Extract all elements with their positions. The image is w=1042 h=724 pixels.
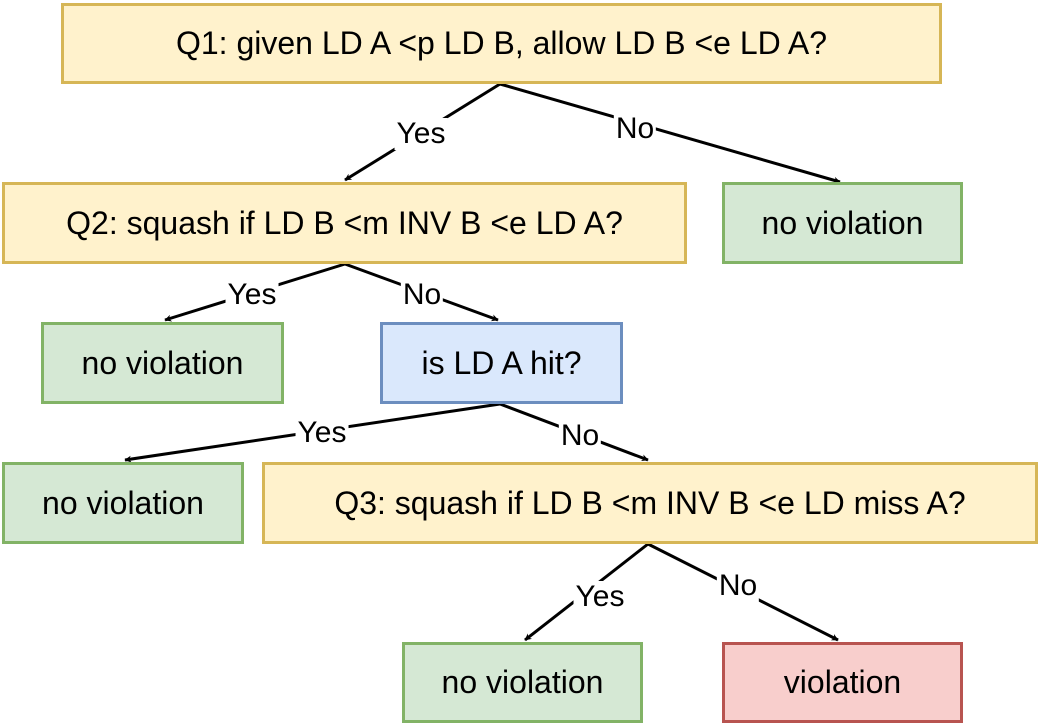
question-q3-node: Q3: squash if LD B <m INV B <e LD miss A…: [262, 462, 1038, 544]
question-q2-label: Q2: squash if LD B <m INV B <e LD A?: [66, 204, 623, 241]
hit-check-label: is LD A hit?: [421, 344, 582, 381]
no-violation-label-1: no violation: [761, 204, 924, 241]
edge-label-q3-no: No: [716, 569, 760, 602]
question-q3-label: Q3: squash if LD B <m INV B <e LD miss A…: [334, 484, 966, 521]
edge-label-q2-no: No: [400, 278, 444, 311]
violation-node: violation: [722, 642, 963, 723]
edge-label-hit-yes: Yes: [295, 416, 349, 449]
no-violation-label-4: no violation: [441, 664, 604, 700]
hit-check-node: is LD A hit?: [380, 322, 623, 404]
no-violation-label-2: no violation: [81, 344, 244, 381]
no-violation-node-3: no violation: [2, 462, 244, 544]
no-violation-node-1: no violation: [722, 182, 963, 264]
no-violation-node-4: no violation: [402, 642, 643, 723]
violation-label: violation: [783, 664, 902, 700]
question-q2-node: Q2: squash if LD B <m INV B <e LD A?: [2, 182, 687, 264]
no-violation-label-3: no violation: [42, 484, 204, 521]
edge-label-q2-yes: Yes: [225, 278, 279, 311]
edge-label-q1-no: No: [613, 112, 657, 145]
question-q1-label: Q1: given LD A <p LD B, allow LD B <e LD…: [175, 25, 828, 61]
edge-label-hit-no: No: [558, 419, 602, 452]
question-q1-node: Q1: given LD A <p LD B, allow LD B <e LD…: [61, 3, 942, 84]
edge-label-q3-yes: Yes: [573, 580, 627, 613]
edge-q1-no: [499, 82, 841, 184]
no-violation-node-2: no violation: [41, 322, 284, 404]
edge-label-q1-yes: Yes: [394, 117, 448, 150]
